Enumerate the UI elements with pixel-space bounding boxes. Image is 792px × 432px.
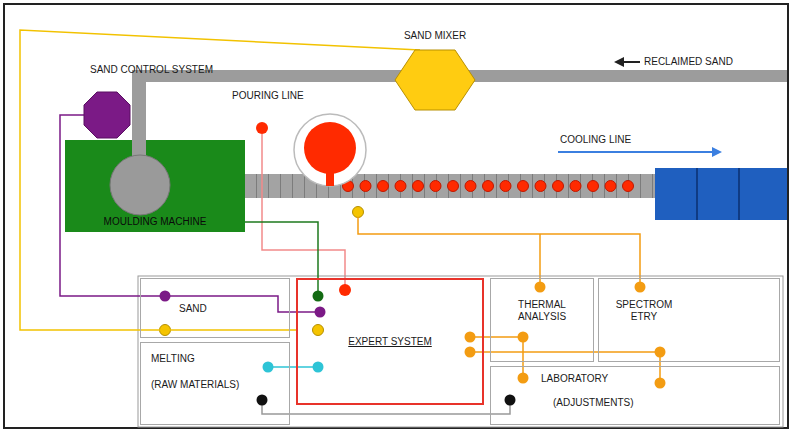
node-text: EXPERT SYSTEM: [348, 336, 432, 348]
signal-wire: [296, 311, 316, 313]
node-text: MELTING: [151, 353, 195, 365]
panel-cell: THERMAL ANALYSIS: [490, 278, 594, 362]
label-holder: POURING LINE: [232, 90, 304, 102]
mould: [465, 181, 476, 192]
signal-connector: [245, 222, 318, 278]
drawing-part: [395, 50, 475, 110]
flow-arrow: [624, 61, 640, 63]
signal-wire: [598, 352, 660, 362]
mould: [570, 181, 581, 192]
machine-box: MOULDING MACHINE: [65, 140, 245, 232]
signal-dot: [263, 362, 274, 373]
signal-dot: [655, 347, 666, 358]
signal-connector: [290, 413, 490, 415]
panel-cell: LABORATORY (ADJUSTMENTS): [490, 366, 780, 425]
flow-label: RECLAIMED SAND: [644, 56, 733, 68]
mould: [430, 181, 441, 192]
signal-dot: [313, 325, 324, 336]
signal-wire: [272, 366, 290, 368]
node-text: (RAW MATERIALS): [151, 379, 239, 391]
cooling-tunnel: [655, 168, 787, 220]
ladle: [304, 122, 356, 174]
octagon-unit: SAND CONTROL SYSTEM: [84, 92, 207, 138]
panel-cell: SAND: [140, 278, 290, 338]
mould: [378, 181, 389, 192]
signal-dot: [465, 332, 476, 343]
ladle-ring: [294, 114, 366, 186]
expert-box: EXPERT SYSTEM: [296, 278, 484, 405]
cooling-arrow: [558, 151, 712, 153]
panel-cell: MELTING (RAW MATERIALS): [140, 342, 290, 425]
mould-row: [343, 181, 634, 192]
panel-cell: SPECTROM ETRY: [598, 278, 780, 362]
signal-dot: [257, 395, 268, 406]
signal-wire: [262, 405, 290, 414]
label-holder: RECLAIMED SAND: [644, 56, 733, 68]
node-text: (ADJUSTMENTS): [553, 397, 634, 409]
mould: [623, 181, 634, 192]
signal-wire: [358, 217, 640, 282]
mould: [553, 181, 564, 192]
mould: [360, 181, 371, 192]
signal-wire: [317, 278, 319, 292]
mould: [413, 181, 424, 192]
mould: [518, 181, 529, 192]
signal-wire: [262, 134, 345, 285]
signal-dot: [518, 332, 529, 343]
node-text: SAND CONTROL SYSTEM: [90, 64, 213, 76]
station-label: POURING LINE: [232, 90, 304, 102]
mould: [483, 181, 494, 192]
mould: [535, 181, 546, 192]
signal-dot: [256, 122, 268, 134]
tunnel-divider: [696, 168, 698, 220]
node-text: MOULDING MACHINE: [104, 216, 207, 228]
drawing-part: [84, 92, 130, 138]
drawing-part: [110, 155, 170, 215]
mould: [605, 181, 616, 192]
tunnel-divider: [738, 168, 740, 220]
node-text: SAND: [179, 303, 207, 315]
control-panel: [138, 276, 783, 427]
signal-dot: [313, 362, 324, 373]
signal-dot: [505, 395, 516, 406]
mould: [588, 181, 599, 192]
flow-label: COOLING LINE: [560, 134, 631, 146]
arrow-head: [614, 57, 624, 67]
signal-dot: [635, 282, 646, 293]
node-text: LABORATORY: [541, 373, 608, 385]
signal-dot: [655, 378, 666, 389]
signal-connector: [20, 30, 420, 330]
signal-dot: [535, 282, 546, 293]
signal-dot: [313, 291, 324, 302]
sand-pipe: [132, 70, 146, 142]
ladle-spout: [326, 168, 334, 186]
node-text: SPECTROM ETRY: [611, 299, 677, 323]
signal-dot: [160, 291, 171, 302]
shape-outline: [395, 50, 515, 110]
signal-wire: [490, 405, 510, 414]
mould: [448, 181, 459, 192]
mould: [395, 181, 406, 192]
signal-dot: [353, 207, 364, 218]
signal-dot: [518, 373, 529, 384]
signal-wire: [539, 234, 541, 282]
arrow-head: [712, 147, 722, 157]
signal-dot: [465, 347, 476, 358]
node-text: SAND MIXER: [375, 30, 495, 42]
label-holder: COOLING LINE: [560, 134, 631, 146]
signal-wire: [490, 337, 523, 362]
signal-wire: [296, 366, 314, 368]
mould: [500, 181, 511, 192]
hexagon-unit: SAND MIXER: [395, 50, 515, 110]
signal-dot: [339, 284, 351, 296]
signal-dot: [315, 307, 326, 318]
signal-connector: [484, 351, 598, 353]
node-text: THERMAL ANALYSIS: [504, 299, 580, 323]
image-frame: [4, 4, 788, 428]
shape-outline: [84, 92, 207, 138]
